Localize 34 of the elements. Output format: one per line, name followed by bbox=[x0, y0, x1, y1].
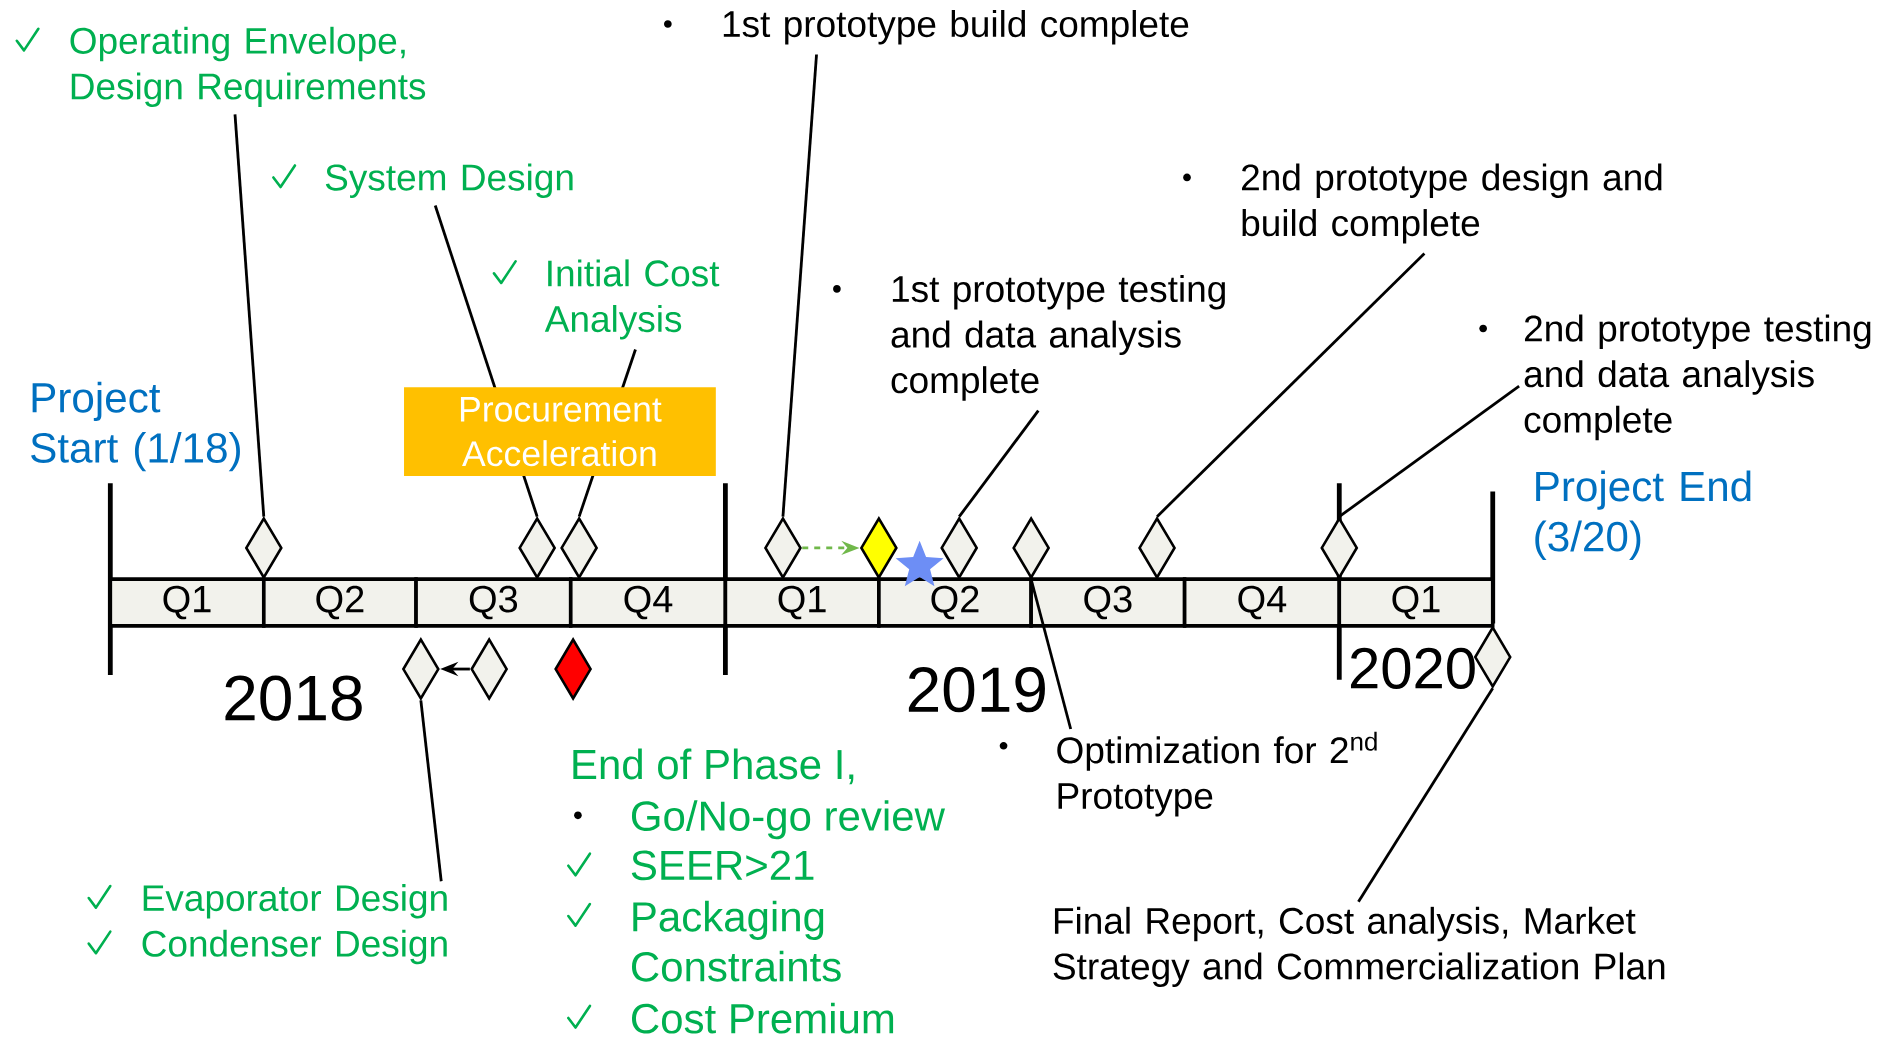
quarter-cell: Q1 bbox=[1337, 577, 1495, 628]
leader-line bbox=[1029, 578, 1073, 730]
milestone-note: Operating Envelope, Design Requirements bbox=[70, 26, 426, 107]
leader-line bbox=[1338, 384, 1520, 518]
highlight-box: Procurement Acceleration bbox=[404, 387, 716, 477]
year-label: 2018 bbox=[225, 675, 362, 721]
star-marker bbox=[895, 540, 944, 587]
checklist-item: Go/No-go review bbox=[631, 800, 945, 840]
milestone-note: Evaporator Design Condenser Design bbox=[142, 884, 447, 965]
leader-line bbox=[1156, 252, 1426, 518]
leader-line bbox=[781, 54, 818, 517]
milestone-note: Final Report, Cost analysis, Market Strategy and Commercialization Plan bbox=[1053, 906, 1665, 987]
milestone-title: Project Start (1/18) bbox=[31, 381, 240, 472]
checklist-item: Cost Premium bbox=[632, 1002, 894, 1034]
milestone-note: Initial Cost Analysis bbox=[544, 259, 720, 340]
year-label: 2020 bbox=[1351, 647, 1475, 689]
year-label: 2019 bbox=[908, 667, 1045, 713]
milestone-note: 1st prototype testing and data analysis complete bbox=[891, 274, 1225, 401]
milestone-title: Project End (3/20) bbox=[1535, 470, 1751, 560]
milestone-note: System Design bbox=[325, 163, 573, 198]
quarter-cell: Q4 bbox=[1182, 577, 1342, 628]
leader-line bbox=[958, 409, 1040, 518]
quarter-cell: Q2 bbox=[262, 577, 418, 628]
milestone-note: 2nd prototype design and build complete bbox=[1242, 163, 1662, 244]
checklist-item: SEER>21 bbox=[631, 850, 814, 881]
milestone-note: 2nd prototype testing and data analysis complete bbox=[1524, 314, 1871, 441]
leader-line bbox=[1357, 687, 1494, 903]
milestone-note: Optimization for 2$^{nd}$ Prototype bbox=[1057, 731, 1377, 817]
checklist-item: Packaging Constraints bbox=[632, 900, 841, 982]
quarter-cell: Q1 bbox=[108, 577, 266, 628]
milestone-note: 1st prototype build complete bbox=[723, 10, 1189, 45]
leader-line bbox=[419, 700, 443, 882]
leader-line bbox=[233, 114, 266, 517]
phase-heading: End of Phase I, bbox=[573, 748, 854, 785]
